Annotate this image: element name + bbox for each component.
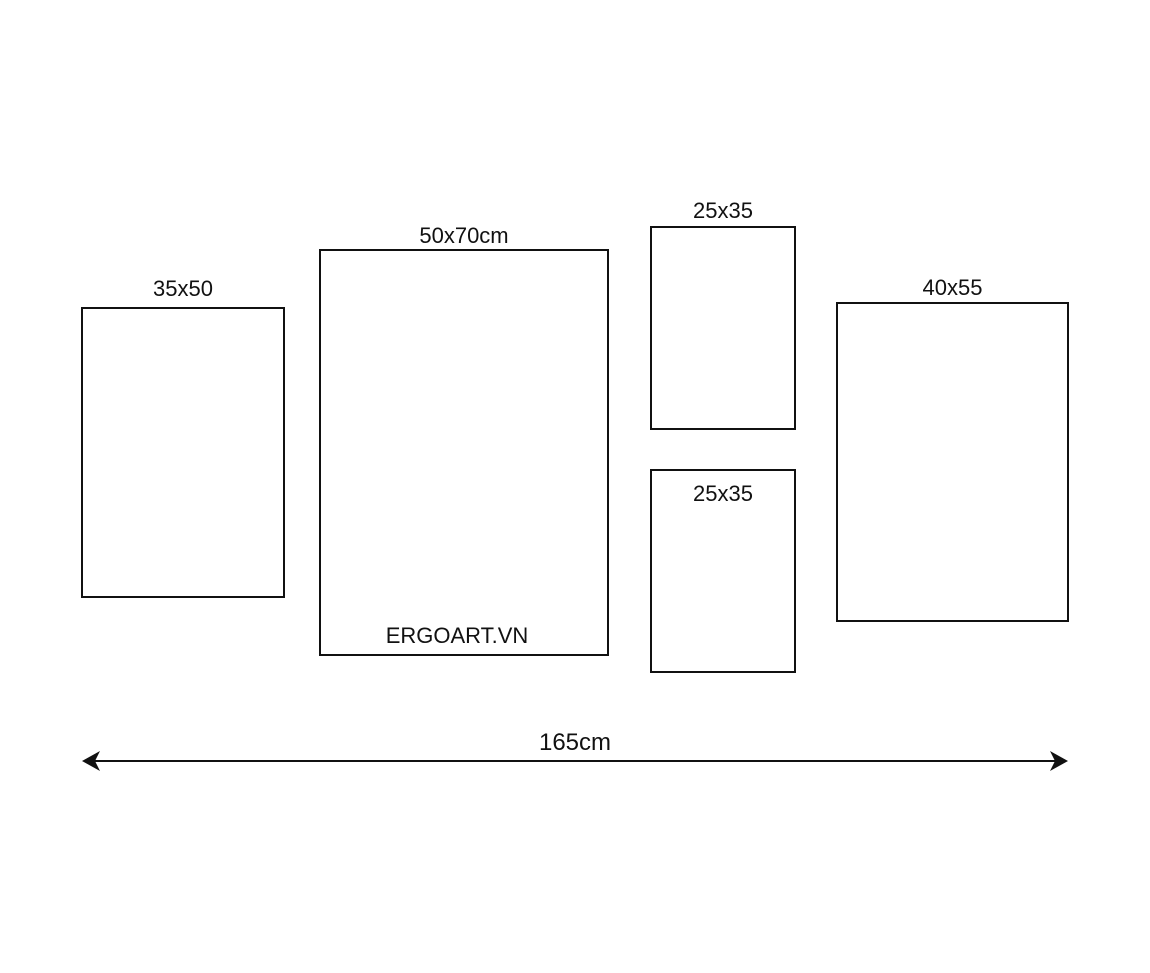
frame-25x35-top: [650, 226, 796, 430]
brand-watermark: ERGOART.VN: [385, 623, 529, 648]
frame-size-label: 40x55: [922, 275, 983, 300]
frame-35x50: [81, 307, 285, 598]
frame-size-label: 25x35: [693, 198, 753, 223]
arrow-right-icon: [1050, 751, 1068, 771]
frame-50x70: [319, 249, 609, 656]
total-width-label: 165cm: [538, 729, 612, 756]
frame-25x35-bottom: [650, 469, 796, 673]
frame-size-label: 50x70cm: [419, 223, 509, 248]
frame-size-label: 35x50: [153, 276, 213, 301]
arrow-left-icon: [82, 751, 100, 771]
frame-size-label: 25x35: [693, 481, 753, 506]
frame-40x55: [836, 302, 1069, 622]
